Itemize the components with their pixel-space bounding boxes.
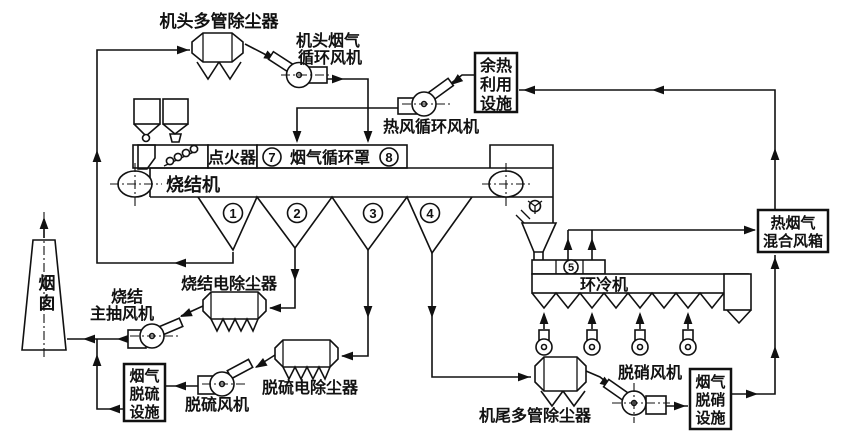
head-circulation-fan-icon: 机头烟气 循环风机: [267, 31, 362, 89]
head-fan-label-line1: 机头烟气: [296, 31, 360, 50]
scr-facility-box: 烟气 脱硝 设施: [688, 367, 733, 431]
igniter-label: 点火器: [208, 148, 257, 167]
hot-air-fan-label: 热风循环风机: [383, 117, 479, 136]
mix-box-line2: 混合风箱: [763, 232, 823, 250]
waste-heat-line3: 设施: [480, 94, 512, 113]
hood-number-8: 8: [385, 150, 392, 165]
fgd-fan-label: 脱硫风机: [185, 395, 249, 414]
scr-fan-icon: 脱硝风机: [602, 363, 682, 423]
scr-facility-line2: 脱硝: [695, 391, 725, 409]
main-exhaust-fan-icon: 烧结 主抽风机: [90, 287, 184, 349]
sinter-esp: 烧结电除尘器: [181, 274, 278, 333]
cooling-blowers: [535, 329, 697, 356]
fgd-facility-box: 烟气 脱硫 设施: [122, 362, 167, 423]
windbox-numbers: 1 2 3 4: [222, 202, 441, 224]
chimney-label-char1: 烟: [39, 273, 56, 293]
sinter-machine-label: 烧结机: [166, 174, 220, 195]
crusher-icon: [515, 199, 543, 225]
hood-number-7: 7: [268, 150, 275, 165]
chimney-label-char2: 囱: [39, 293, 56, 313]
scr-facility-line1: 烟气: [695, 373, 725, 391]
annular-cooler: 5 环冷机: [520, 222, 752, 356]
head-multitube-collector: 机头多管除尘器: [160, 11, 280, 81]
tail-multitube-collector: 机尾多管除尘器: [479, 356, 592, 425]
scr-fan-label: 脱硝风机: [618, 363, 682, 382]
windbox-number-1: 1: [229, 206, 236, 221]
fgd-esp-label: 脱硫电除尘器: [262, 378, 359, 397]
fgd-facility-line1: 烟气: [129, 367, 159, 385]
waste-heat-line1: 余热: [479, 56, 512, 75]
hood-label: 烟气循环罩: [290, 148, 370, 167]
scr-facility-line3: 设施: [695, 409, 725, 427]
feed-bins: [133, 98, 199, 170]
main-fan-label-line1: 烧结: [111, 287, 143, 306]
fgd-fan-icon: 脱硫风机: [185, 358, 254, 414]
fgd-facility-line3: 设施: [129, 403, 159, 421]
waste-heat-line2: 利用: [480, 75, 512, 94]
windbox-number-3: 3: [369, 206, 376, 221]
hot-air-circulation-fan-icon: 热风循环风机: [383, 77, 479, 136]
fgd-esp: 脱硫电除尘器: [262, 339, 359, 397]
cooler-section-number-5: 5: [568, 262, 574, 274]
chimney: 烟 囱: [21, 212, 67, 358]
cooler-label: 环冷机: [580, 275, 628, 294]
sintering-machine: 点火器 7 烟气循环罩 8 烧结机 1: [110, 98, 554, 255]
sinter-esp-label: 烧结电除尘器: [181, 274, 278, 293]
head-collector-label: 机头多管除尘器: [160, 11, 280, 31]
mixing-windbox: 热烟气 混合风箱: [756, 208, 830, 254]
main-fan-label-line2: 主抽风机: [90, 304, 154, 323]
fgd-facility-line2: 脱硫: [129, 385, 159, 403]
tail-collector-label: 机尾多管除尘器: [479, 406, 592, 425]
windbox-number-4: 4: [426, 206, 434, 221]
mix-box-line1: 热烟气: [770, 214, 815, 232]
waste-heat-facility-box: 余热 利用 设施: [473, 51, 519, 114]
head-fan-label-line2: 循环风机: [298, 48, 362, 67]
windbox-number-2: 2: [293, 206, 300, 221]
